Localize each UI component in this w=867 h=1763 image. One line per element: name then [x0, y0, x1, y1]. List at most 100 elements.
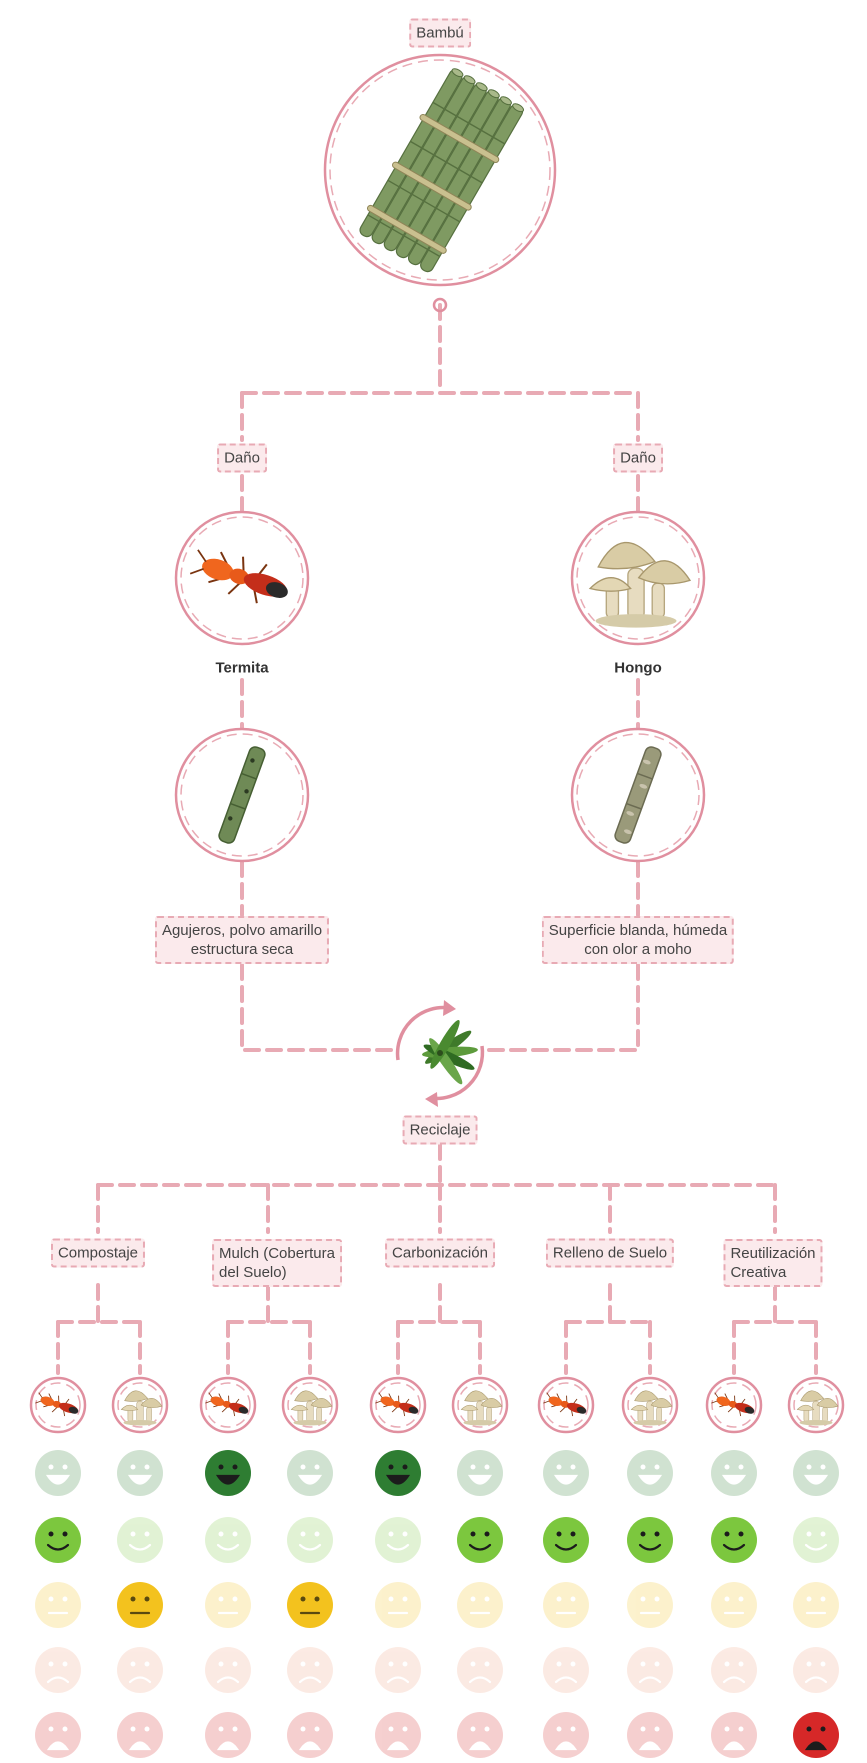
very-sad-face-icon [543, 1712, 589, 1758]
face-eye [655, 1465, 660, 1470]
very-sad-face-icon [117, 1712, 163, 1758]
face-eye [485, 1727, 490, 1732]
face-eye [739, 1597, 744, 1602]
face-eye [131, 1465, 136, 1470]
face-disc [205, 1712, 251, 1758]
neutral-face-icon [711, 1582, 757, 1628]
face-eye [315, 1727, 320, 1732]
face-eye [301, 1727, 306, 1732]
sad-face-icon [627, 1647, 673, 1693]
face-eye [739, 1532, 744, 1537]
face-disc [711, 1647, 757, 1693]
face-eye [301, 1662, 306, 1667]
connector-lines [58, 305, 816, 1373]
face-eye [725, 1465, 730, 1470]
face-disc [543, 1647, 589, 1693]
sad-face-icon [711, 1647, 757, 1693]
face-eye [49, 1532, 54, 1537]
face-eye [315, 1532, 320, 1537]
very-happy-face-icon [35, 1450, 81, 1496]
sad-face-icon [205, 1647, 251, 1693]
face-disc [287, 1647, 333, 1693]
face-eye [557, 1532, 562, 1537]
termita-mini-node [371, 1378, 425, 1432]
mushroom-base [124, 1420, 157, 1426]
face-eye [219, 1727, 224, 1732]
face-eye [655, 1662, 660, 1667]
face-eye [571, 1597, 576, 1602]
face-eye [63, 1532, 68, 1537]
face-eye [131, 1597, 136, 1602]
face-eye [725, 1662, 730, 1667]
face-eye [807, 1532, 812, 1537]
face-eye [557, 1727, 562, 1732]
face-disc [375, 1517, 421, 1563]
face-eye [315, 1662, 320, 1667]
neutral-face-icon [375, 1582, 421, 1628]
face-eye [485, 1465, 490, 1470]
neutral-face-icon [543, 1582, 589, 1628]
face-eye [145, 1662, 150, 1667]
neutral-face-icon [35, 1582, 81, 1628]
face-eye [389, 1532, 394, 1537]
face-eye [557, 1662, 562, 1667]
recycle-arrow-head [443, 1000, 456, 1016]
face-eye [315, 1597, 320, 1602]
face-disc [375, 1712, 421, 1758]
face-eye [145, 1597, 150, 1602]
face-disc [287, 1582, 333, 1628]
face-eye [233, 1662, 238, 1667]
termita-mini-node [201, 1378, 255, 1432]
termita-mini-node [539, 1378, 593, 1432]
face-eye [571, 1662, 576, 1667]
face-eye [301, 1597, 306, 1602]
face-disc [287, 1517, 333, 1563]
hongo-mini-node [789, 1378, 843, 1432]
face-disc [793, 1582, 839, 1628]
face-eye [63, 1662, 68, 1667]
face-eye [725, 1727, 730, 1732]
happy-face-icon [117, 1517, 163, 1563]
face-eye [233, 1597, 238, 1602]
face-eye [641, 1532, 646, 1537]
recycle-label: Reciclaje [403, 1116, 478, 1145]
face-eye [641, 1727, 646, 1732]
method-label-relleno: Relleno de Suelo [546, 1239, 674, 1268]
mushroom-base [294, 1420, 327, 1426]
leaf-center [437, 1050, 443, 1056]
mushroom-stem [823, 1407, 828, 1421]
face-eye [403, 1597, 408, 1602]
face-eye [233, 1532, 238, 1537]
face-disc [205, 1647, 251, 1693]
face-eye [557, 1465, 562, 1470]
neutral-face-icon [205, 1582, 251, 1628]
face-eye [315, 1465, 320, 1470]
very-sad-face-icon [627, 1712, 673, 1758]
face-disc [287, 1712, 333, 1758]
face-eye [471, 1465, 476, 1470]
face-eye [49, 1662, 54, 1667]
face-disc [35, 1712, 81, 1758]
mushroom-base [596, 614, 677, 628]
face-eye [807, 1727, 812, 1732]
mushroom-stem [657, 1407, 662, 1421]
face-eye [219, 1465, 224, 1470]
happy-face-icon [35, 1517, 81, 1563]
very-happy-face-icon [205, 1450, 251, 1496]
face-eye [389, 1465, 394, 1470]
face-disc [457, 1517, 503, 1563]
mushroom-base [464, 1420, 497, 1426]
face-eye [739, 1662, 744, 1667]
neutral-face-icon [457, 1582, 503, 1628]
face-disc [627, 1712, 673, 1758]
face-eye [725, 1532, 730, 1537]
symptoms-label-hongo: Superficie blanda, húmeda con olor a moh… [542, 916, 734, 964]
face-disc [205, 1450, 251, 1496]
face-disc [627, 1450, 673, 1496]
face-eye [821, 1465, 826, 1470]
face-disc [35, 1450, 81, 1496]
neutral-face-icon [793, 1582, 839, 1628]
face-eye [145, 1727, 150, 1732]
face-eye [389, 1597, 394, 1602]
